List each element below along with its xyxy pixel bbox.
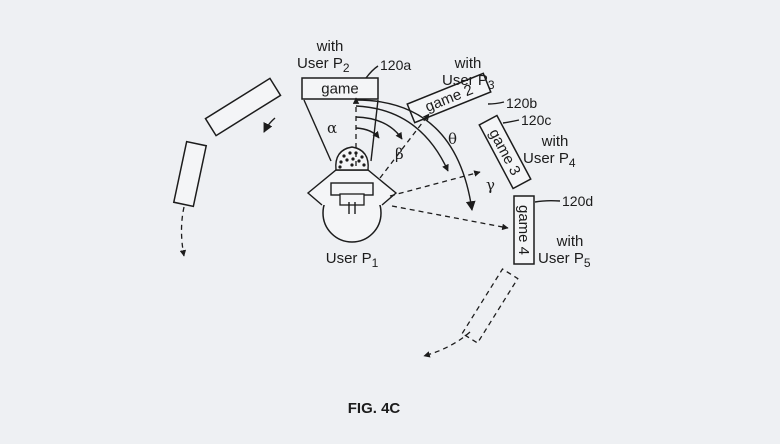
- user-p4-with: with: [541, 133, 569, 150]
- user-p5-label: User P5: [538, 250, 591, 270]
- user-p5-with: with: [556, 233, 584, 250]
- hmd-sensors: [338, 151, 366, 169]
- angle-arc-beta: [355, 116, 403, 140]
- user-p2-with: with: [316, 38, 344, 55]
- leader-120b: [487, 101, 505, 105]
- leader-120d: [534, 199, 561, 203]
- gaze-line-120b: [379, 113, 430, 179]
- ref-120a: 120a: [380, 57, 411, 73]
- user-p3-label: User P3: [442, 72, 495, 92]
- screen-120a: game: [301, 77, 379, 100]
- angle-gamma-label: γ: [486, 176, 495, 194]
- angle-arc-theta: [355, 105, 449, 172]
- ref-120d: 120d: [562, 193, 593, 209]
- angle-arc-gamma: [355, 99, 476, 211]
- leader-120c: [502, 119, 520, 124]
- angle-beta-label: β: [395, 145, 404, 163]
- bottom-dashed-path: [423, 331, 471, 358]
- user-p1-label: User P1: [326, 250, 379, 270]
- user-p4-label: User P4: [523, 150, 576, 170]
- rotation-arrow-left: [263, 117, 276, 133]
- screen-120d-title: game 4: [515, 205, 532, 255]
- angle-arc-alpha: [355, 127, 380, 139]
- figure-label: FIG. 4C: [348, 400, 401, 417]
- angle-alpha-label: α: [327, 119, 337, 137]
- screen-120d: game 4: [513, 195, 535, 265]
- leader-120a: [365, 65, 379, 79]
- hmd-strap: [339, 193, 365, 206]
- gaze-line-120d: [391, 205, 509, 231]
- hmd-band: [330, 182, 374, 196]
- gaze-line-120c: [389, 170, 481, 197]
- ref-120b: 120b: [506, 95, 537, 111]
- ref-120c: 120c: [521, 112, 551, 128]
- user-p2-label: User P2: [297, 55, 350, 75]
- left-screen-upper: [204, 77, 282, 137]
- screen-120a-title: game: [321, 81, 359, 98]
- left-dashed-path: [179, 206, 187, 257]
- fov-line-left: [303, 99, 332, 162]
- fov-line-right: [370, 99, 379, 162]
- screen-next-dashed: [461, 268, 519, 344]
- user-p3-with: with: [454, 55, 482, 72]
- user-p1-figure: [306, 146, 398, 243]
- left-screen-lower: [172, 140, 208, 208]
- angle-theta-label: θ: [448, 130, 457, 148]
